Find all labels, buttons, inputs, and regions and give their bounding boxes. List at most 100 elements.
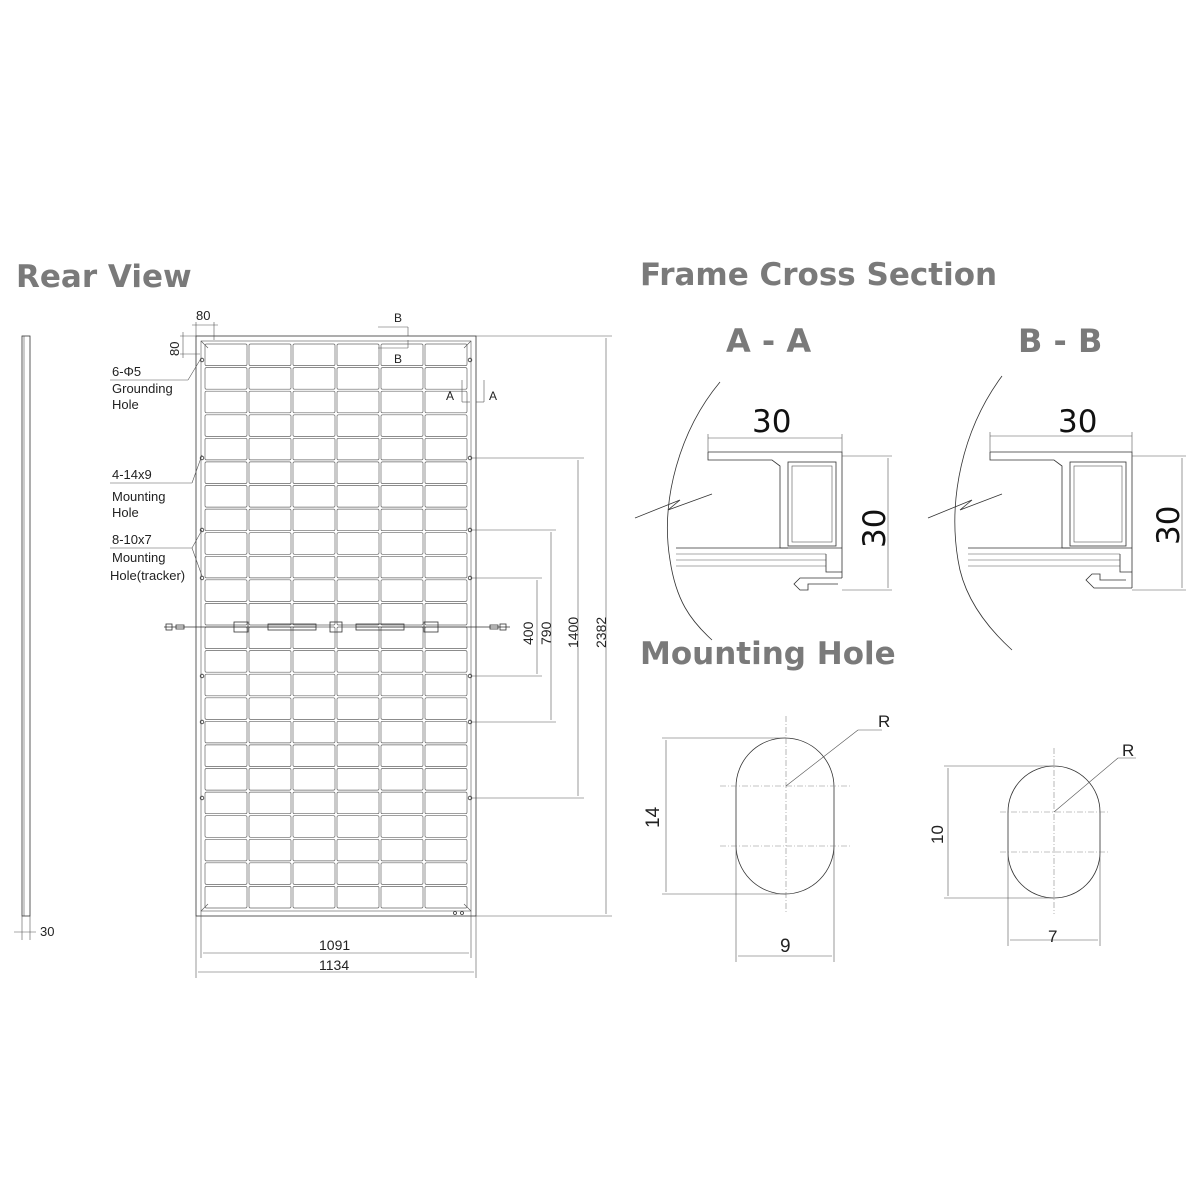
solar-cell	[380, 508, 424, 532]
solar-cell	[292, 673, 336, 697]
solar-cell	[204, 461, 248, 484]
solar-cell	[424, 744, 468, 767]
solar-cell	[248, 838, 292, 862]
solar-cell	[204, 485, 248, 508]
solar-cell	[380, 390, 424, 414]
solar-cell	[424, 532, 468, 555]
solar-cell	[336, 485, 380, 508]
solar-cell	[248, 862, 292, 885]
mounting-hole-title: Mounting Hole	[640, 636, 896, 672]
solar-cell	[204, 815, 248, 838]
solar-cell	[380, 815, 424, 838]
tracker-hole-qty: 8-10x7	[112, 532, 152, 547]
solar-cell	[336, 603, 380, 626]
solar-cell	[204, 579, 248, 602]
solar-cell	[380, 532, 424, 555]
solar-cell	[292, 485, 336, 508]
solar-cell	[336, 815, 380, 838]
solar-cell	[292, 791, 336, 815]
solar-cell	[204, 791, 248, 815]
solar-cell	[292, 886, 336, 909]
solar-cell	[248, 579, 292, 602]
solar-cell	[424, 437, 468, 461]
solar-cell	[204, 437, 248, 461]
solar-cell	[424, 697, 468, 720]
solar-cell	[292, 768, 336, 791]
solar-cell	[292, 343, 336, 366]
section-aa-width: 30	[752, 404, 791, 440]
solar-cell	[336, 886, 380, 909]
solar-cell	[424, 461, 468, 484]
section-bb-width: 30	[1058, 404, 1097, 440]
dim-2382: 2382	[593, 617, 609, 648]
side-view	[14, 335, 36, 940]
corner-dimension-lines	[180, 322, 218, 358]
solar-cell	[292, 414, 336, 437]
solar-cell	[380, 461, 424, 484]
solar-cell	[424, 768, 468, 791]
solar-cell	[380, 744, 424, 767]
solar-cell	[248, 603, 292, 626]
mounting-hole-label-2: Hole	[112, 505, 139, 520]
hole-small-radius: R	[1122, 741, 1134, 760]
solar-cell	[424, 791, 468, 815]
solar-cell	[292, 838, 336, 862]
section-bb-profile	[927, 375, 1186, 651]
solar-cell	[248, 390, 292, 414]
solar-cell	[248, 673, 292, 697]
solar-cell	[424, 343, 468, 366]
hole-small-width: 7	[1048, 927, 1057, 946]
solar-cell	[248, 791, 292, 815]
junction-cables	[164, 621, 510, 633]
solar-cell	[204, 414, 248, 437]
solar-cell	[380, 720, 424, 744]
solar-cell	[204, 697, 248, 720]
dim-400: 400	[520, 621, 536, 645]
solar-cell	[380, 886, 424, 909]
solar-cell	[292, 532, 336, 555]
tracker-hole-label-1: Mounting	[112, 550, 165, 565]
solar-cell	[424, 485, 468, 508]
solar-cell	[424, 838, 468, 862]
solar-cell	[248, 720, 292, 744]
solar-cell	[292, 579, 336, 602]
side-thickness-dimension: 30	[40, 924, 54, 939]
solar-cell	[204, 862, 248, 885]
frame-cross-section-title: Frame Cross Section	[640, 257, 997, 293]
solar-cell	[204, 603, 248, 626]
solar-cell	[248, 532, 292, 555]
rear-view-title: Rear View	[16, 259, 192, 295]
solar-cell	[380, 485, 424, 508]
dim-1134: 1134	[319, 957, 349, 973]
dim-80-top: 80	[196, 308, 210, 323]
solar-cell	[424, 673, 468, 697]
solar-cell	[204, 886, 248, 909]
solar-cell	[204, 508, 248, 532]
solar-cell	[336, 555, 380, 579]
solar-cell	[292, 437, 336, 461]
section-b-bottom: B	[394, 352, 402, 366]
solar-cell	[380, 650, 424, 673]
tracker-hole-label-2: Hole(tracker)	[110, 568, 185, 583]
solar-cell	[424, 414, 468, 437]
solar-cell	[248, 437, 292, 461]
solar-cell	[248, 367, 292, 390]
solar-cell	[292, 650, 336, 673]
solar-cell	[336, 508, 380, 532]
mounting-hole-label-1: Mounting	[112, 489, 165, 504]
solar-cell	[204, 744, 248, 767]
solar-cell	[336, 437, 380, 461]
solar-cell	[204, 650, 248, 673]
section-a-left: A	[446, 389, 454, 403]
section-a-right: A	[489, 389, 497, 403]
solar-cell	[336, 720, 380, 744]
solar-cell	[292, 862, 336, 885]
solar-cell	[424, 603, 468, 626]
section-aa-label: A - A	[726, 322, 811, 360]
solar-cell	[204, 532, 248, 555]
solar-cell	[380, 838, 424, 862]
solar-cell	[336, 768, 380, 791]
frame-holes	[199, 357, 473, 915]
dim-1091: 1091	[319, 937, 350, 953]
solar-cell	[248, 485, 292, 508]
